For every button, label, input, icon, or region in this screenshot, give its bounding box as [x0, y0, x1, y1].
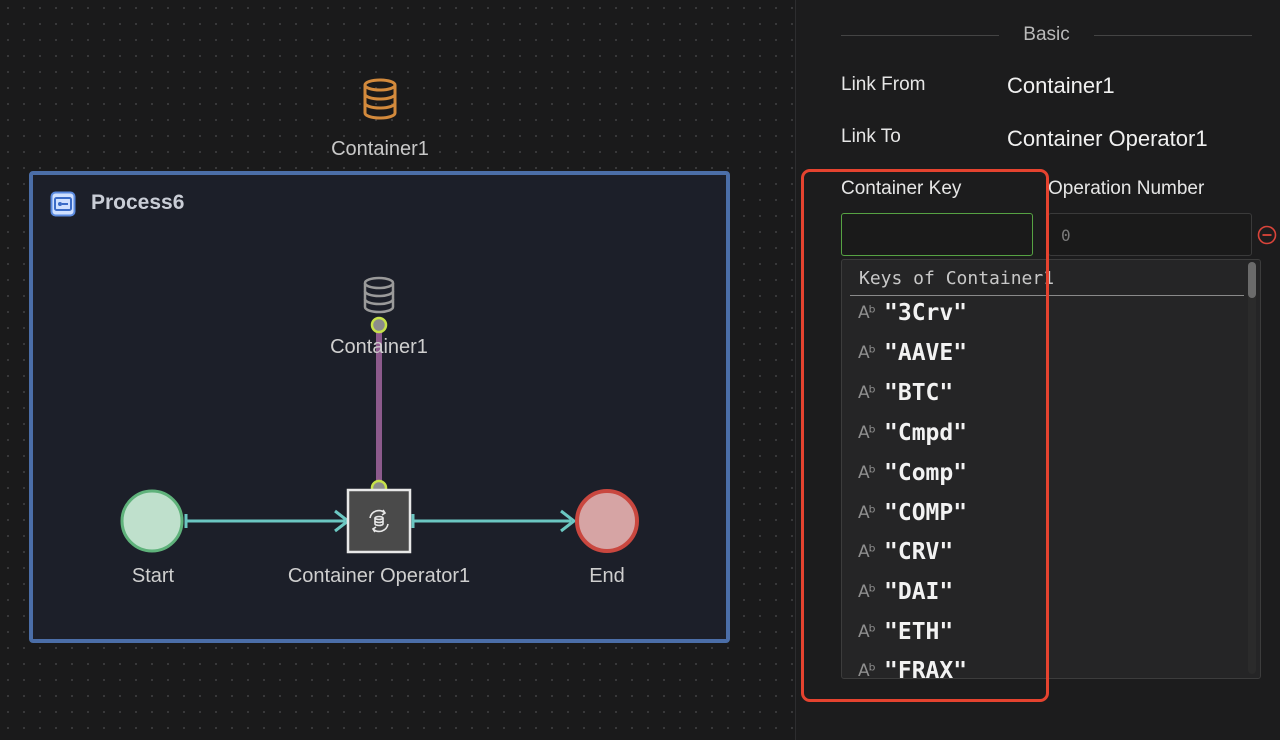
- process-icon: [50, 191, 76, 217]
- option-label: "BTC": [884, 380, 954, 406]
- option-label: "AAVE": [884, 340, 968, 366]
- operation-number-input[interactable]: 0: [1048, 213, 1252, 256]
- keys-dropdown[interactable]: Keys of Container1 Aᵇ "3Crv" Aᵇ "AAVE" A…: [841, 259, 1261, 679]
- string-type-icon: Aᵇ: [858, 423, 876, 443]
- dropdown-option[interactable]: Aᵇ "CRV": [858, 532, 1238, 572]
- option-label: "CRV": [884, 539, 954, 565]
- container-node-outer[interactable]: Container1: [300, 78, 460, 161]
- process-group[interactable]: Process6: [29, 171, 730, 643]
- option-label: "FRAX": [884, 658, 968, 679]
- string-type-icon: Aᵇ: [858, 383, 876, 403]
- flow-canvas[interactable]: Container1 Process6: [0, 0, 795, 740]
- operator-label: Container Operator1: [287, 565, 471, 587]
- string-type-icon: Aᵇ: [858, 542, 876, 562]
- section-divider: Basic: [841, 22, 1252, 50]
- container-node-inner-label: Container1: [330, 336, 428, 358]
- dropdown-option[interactable]: Aᵇ "3Crv": [858, 293, 1238, 333]
- string-type-icon: Aᵇ: [858, 661, 876, 679]
- string-type-icon: Aᵇ: [858, 582, 876, 602]
- string-type-icon: Aᵇ: [858, 503, 876, 523]
- option-label: "ETH": [884, 619, 954, 645]
- dropdown-option[interactable]: Aᵇ "Cmpd": [858, 413, 1238, 453]
- dropdown-option[interactable]: Aᵇ "DAI": [858, 572, 1238, 612]
- database-icon-inner: [363, 276, 395, 314]
- dropdown-option[interactable]: Aᵇ "AAVE": [858, 333, 1238, 373]
- start-node: [120, 489, 184, 553]
- dropdown-option[interactable]: Aᵇ "Comp": [858, 453, 1238, 493]
- process-title: Process6: [91, 191, 185, 214]
- flow-diagram: [120, 276, 639, 554]
- link-to-value: Container Operator1: [1007, 126, 1208, 151]
- string-type-icon: Aᵇ: [858, 303, 876, 323]
- end-node: [575, 489, 639, 553]
- option-label: "Comp": [884, 460, 968, 486]
- operation-number-label: Operation Number: [1048, 178, 1205, 199]
- dropdown-header: Keys of Container1: [850, 268, 1244, 296]
- string-type-icon: Aᵇ: [858, 622, 876, 642]
- link-to-label: Link To: [841, 126, 901, 147]
- container-key-input[interactable]: [841, 213, 1033, 256]
- container-node-label: Container1: [331, 138, 429, 160]
- database-icon: [363, 78, 397, 120]
- link-from-value: Container1: [1007, 73, 1115, 98]
- string-type-icon: Aᵇ: [858, 343, 876, 363]
- option-label: "COMP": [884, 500, 968, 526]
- remove-circle-icon[interactable]: [1257, 225, 1277, 245]
- dropdown-option[interactable]: Aᵇ "FRAX": [858, 651, 1238, 679]
- section-title: Basic: [1023, 24, 1070, 45]
- divider-line-right: [1094, 35, 1252, 36]
- option-label: "DAI": [884, 579, 954, 605]
- divider-line-left: [841, 35, 999, 36]
- option-label: "3Crv": [884, 300, 968, 326]
- swap-icon: [369, 509, 389, 533]
- start-label: Start: [131, 565, 175, 587]
- scrollbar-thumb[interactable]: [1248, 262, 1256, 298]
- operator-node: [346, 488, 412, 554]
- dropdown-option[interactable]: Aᵇ "BTC": [858, 373, 1238, 413]
- end-label: End: [589, 565, 625, 587]
- properties-panel: Basic Link From Container1 Link To Conta…: [795, 0, 1280, 740]
- port-dot-top: [370, 316, 388, 334]
- dropdown-scrollbar[interactable]: [1248, 262, 1256, 674]
- string-type-icon: Aᵇ: [858, 463, 876, 483]
- container-key-label: Container Key: [841, 178, 962, 199]
- option-label: "Cmpd": [884, 420, 968, 446]
- dropdown-option[interactable]: Aᵇ "COMP": [858, 493, 1238, 533]
- dropdown-option[interactable]: Aᵇ "ETH": [858, 612, 1238, 652]
- link-from-label: Link From: [841, 74, 926, 95]
